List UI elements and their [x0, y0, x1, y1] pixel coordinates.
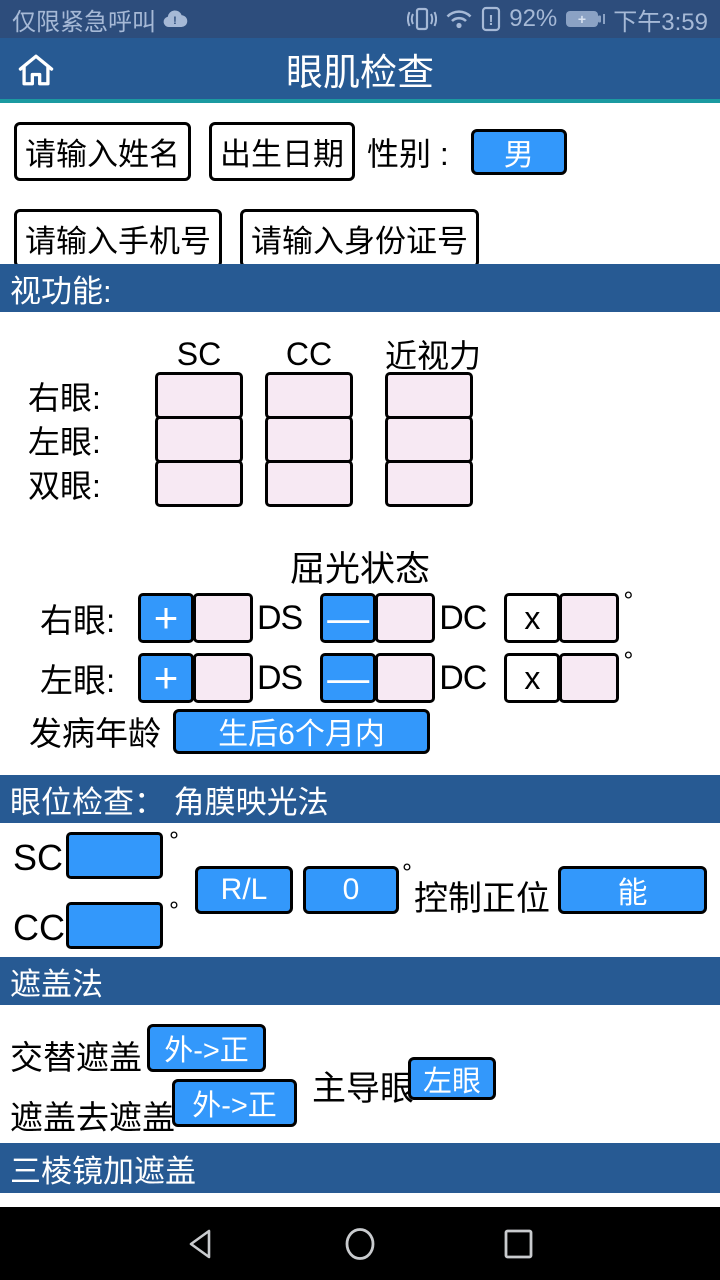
vibrate-icon: [407, 7, 438, 31]
cc-degree-input[interactable]: [66, 902, 163, 949]
cover-test-block: 交替遮盖 外->正 遮盖去遮盖 外->正 主导眼 左眼: [0, 1005, 720, 1143]
vision-table: SC CC 近视力 右眼: 左眼: 双眼:: [0, 333, 482, 507]
alternate-cover-button[interactable]: 外->正: [147, 1024, 266, 1072]
carrier-text: 仅限紧急呼叫: [12, 8, 156, 36]
svg-text:!: !: [173, 15, 177, 27]
vision-input-os-cc[interactable]: [265, 416, 353, 463]
app-header: 眼肌检查: [0, 38, 720, 103]
vision-input-ou-sc[interactable]: [155, 460, 243, 507]
rl-toggle-button[interactable]: R/L: [195, 866, 293, 914]
wifi-icon: [446, 10, 472, 29]
status-bar: 仅限紧急呼叫 ! ! 92%: [0, 0, 720, 38]
od-sphere-sign-button[interactable]: +: [138, 593, 194, 643]
sc-label: SC: [13, 837, 64, 878]
od-cyl-sign-button[interactable]: —: [320, 593, 377, 643]
name-input[interactable]: 请输入姓名: [14, 122, 191, 181]
vision-input-od-near[interactable]: [385, 372, 473, 419]
clock-text: 下午3:59: [613, 8, 708, 36]
od-cyl-input[interactable]: [375, 593, 436, 643]
degree-symbol: °: [623, 647, 634, 675]
deviation-value-button[interactable]: 0: [303, 866, 399, 914]
od-axis-x-button[interactable]: x: [504, 593, 561, 643]
vision-input-os-near[interactable]: [385, 416, 473, 463]
cover-uncover-button[interactable]: 外->正: [172, 1079, 297, 1127]
sc-degree-input[interactable]: [66, 832, 163, 879]
svg-text:!: !: [489, 12, 494, 29]
home-nav-icon[interactable]: [340, 1224, 380, 1264]
battery-percent: 92%: [509, 5, 558, 32]
back-icon[interactable]: [182, 1224, 222, 1264]
gender-select-button[interactable]: 男: [470, 128, 567, 175]
gender-label: 性别 :: [367, 135, 449, 172]
degree-symbol: °: [623, 587, 634, 615]
dc-label: DC: [439, 658, 487, 697]
os-cyl-input[interactable]: [375, 653, 436, 703]
refraction-right-eye-label: 右眼:: [40, 602, 116, 639]
cover-uncover-label: 遮盖去遮盖: [10, 1099, 175, 1136]
row-label-both-eyes: 双眼:: [28, 467, 101, 504]
control-orthophoria-label: 控制正位: [414, 880, 550, 918]
section-cover-test: 遮盖法: [0, 957, 720, 1005]
page-title: 眼肌检查: [286, 51, 434, 93]
onset-age-label: 发病年龄: [29, 715, 161, 752]
vision-input-os-sc[interactable]: [155, 416, 243, 463]
cc-label: CC: [13, 907, 65, 948]
phone-input[interactable]: 请输入手机号: [14, 209, 222, 268]
battery-charging-icon: +: [566, 11, 606, 27]
section-visual-function: 视功能:: [0, 264, 720, 312]
birth-date-button[interactable]: 出生日期: [209, 122, 355, 181]
od-axis-input[interactable]: [559, 593, 620, 643]
vision-input-ou-cc[interactable]: [265, 460, 353, 507]
dominant-eye-label: 主导眼: [312, 1070, 414, 1108]
os-axis-x-button[interactable]: x: [504, 653, 561, 703]
cloud-alert-icon: !: [163, 10, 188, 28]
os-sphere-input[interactable]: [193, 653, 253, 703]
refraction-left-eye-label: 左眼:: [40, 662, 116, 699]
alternate-cover-label: 交替遮盖: [10, 1039, 142, 1076]
home-icon[interactable]: [14, 48, 58, 92]
row-label-right-eye: 右眼:: [28, 379, 101, 416]
ds-label: DS: [257, 658, 303, 697]
recents-icon[interactable]: [498, 1224, 538, 1264]
column-header-near: 近视力: [385, 338, 482, 374]
section-eye-position: 眼位检查： 角膜映光法: [0, 775, 720, 823]
dominant-eye-button[interactable]: 左眼: [408, 1057, 496, 1100]
degree-symbol: °: [169, 827, 179, 855]
refraction-title: 屈光状态: [289, 550, 430, 589]
id-number-input[interactable]: 请输入身份证号: [240, 209, 479, 268]
onset-age-select-button[interactable]: 生后6个月内: [173, 708, 430, 754]
vision-input-od-cc[interactable]: [265, 372, 353, 419]
sim-alert-icon: !: [482, 6, 501, 32]
os-cyl-sign-button[interactable]: —: [320, 653, 377, 703]
vision-input-od-sc[interactable]: [155, 372, 243, 419]
dc-label: DC: [439, 598, 487, 637]
android-nav-bar: [0, 1207, 720, 1280]
patient-info-block: 请输入姓名 出生日期 性别 : 男 请输入手机号 请输入身份证号: [14, 122, 706, 268]
eye-position-block: SC ° CC ° R/L 0 ° 控制正位 能: [0, 823, 720, 957]
os-sphere-sign-button[interactable]: +: [138, 653, 194, 703]
column-header-cc: CC: [285, 335, 333, 372]
control-orthophoria-button[interactable]: 能: [558, 866, 707, 914]
svg-text:+: +: [578, 11, 586, 27]
section-prism-cover: 三棱镜加遮盖: [0, 1143, 720, 1193]
column-header-sc: SC: [176, 335, 222, 372]
degree-symbol: °: [402, 859, 412, 887]
od-sphere-input[interactable]: [193, 593, 253, 643]
row-label-left-eye: 左眼:: [28, 423, 101, 460]
os-axis-input[interactable]: [559, 653, 620, 703]
ds-label: DS: [257, 598, 303, 637]
vision-input-ou-near[interactable]: [385, 460, 473, 507]
degree-symbol: °: [169, 897, 179, 925]
